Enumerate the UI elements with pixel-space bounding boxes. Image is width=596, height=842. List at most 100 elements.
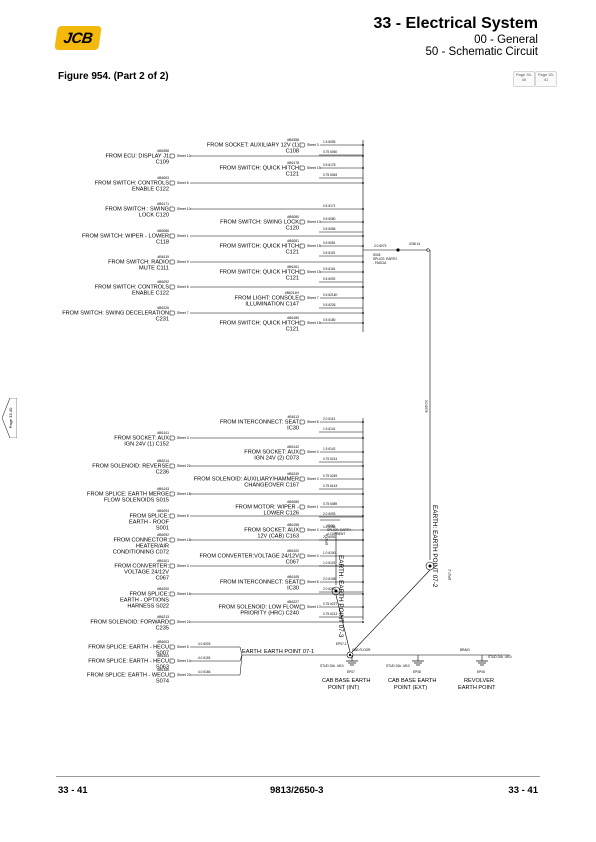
- connector-ref-label: C120: [286, 226, 299, 232]
- next-page-button[interactable]: Page 33-41: [535, 71, 557, 87]
- connector-ref-label: IC30: [287, 586, 299, 592]
- connector-from-label: FROM SWITCH: CONTROLS: [95, 181, 170, 187]
- ep08-name2: POINT (EXT): [394, 685, 427, 691]
- section-subtitle-schematic: 50 - Schematic Circuit: [425, 46, 538, 58]
- connector-from-label: FROM SWITCH: SWING DECELERATION: [62, 311, 169, 317]
- wire-size-label: 1.0 6101: [323, 561, 336, 565]
- bus-junction-dot: [362, 621, 364, 623]
- connector-symbol-icon: [169, 591, 176, 597]
- earth-ep08-icon: [412, 655, 424, 666]
- ep07-code: EP07: [347, 670, 355, 674]
- connector-from-label: FROM CONVERTER:: [114, 564, 169, 570]
- connector-ref-label: S074: [156, 679, 169, 685]
- connector-from-label: FROM CONNECTOR:: [113, 538, 169, 544]
- connector-ref-label: C231: [156, 317, 169, 323]
- braid-label: BRAID: [460, 648, 470, 652]
- wire-size-label: 0.75 6249: [323, 474, 337, 478]
- connector-from-label: FROM SOLENOID: REVERSE: [92, 464, 169, 470]
- sheet-ref-label: Sheet 7: [177, 311, 189, 315]
- side-tab-arrow-icon: [2, 398, 17, 438]
- side-page-tab[interactable]: Page 33-40: [2, 398, 17, 438]
- wire-size-label: 0.75 6089: [323, 502, 337, 506]
- splice-s026-name: SPLICE: EARTH: [373, 257, 398, 261]
- connector-symbol-icon: [299, 476, 306, 482]
- connector-from-label: FROM SPLICE:: [130, 514, 170, 520]
- wire-size-label: 2.0 6113: [323, 417, 335, 421]
- wire-size-label: 1.0 6100: [323, 551, 336, 555]
- sheet-ref-label: Sheet 6: [177, 285, 189, 289]
- wire-code-label: #B6161: [287, 265, 299, 269]
- wire-size-label: 0.5 6161: [323, 267, 336, 271]
- splice-s026-name2: - FASCIA: [373, 261, 387, 265]
- wire-code-label: #B6092: [157, 533, 169, 537]
- connector-from-label: FROM SPLICE: EARTH - HECU: [88, 659, 169, 665]
- wire-size-label: 0.75 6213: [323, 612, 337, 616]
- ep07-name: CAB BASE EARTH: [322, 678, 370, 684]
- wire-code-label: #B6153: [157, 654, 169, 658]
- connector-from-label: FROM SOCKET: AUX: [244, 528, 299, 534]
- sheet-ref-label: Sheet 21: [177, 620, 191, 624]
- sheet-ref-label: Sheet 3: [307, 477, 319, 481]
- wire-size-label: 0.5 6119: [323, 251, 335, 255]
- connector-symbol-icon: [169, 463, 176, 469]
- connector-ref-label: EARTH - OPTIONS: [120, 598, 169, 604]
- earth-point-07-3-label: EARTH: EARTH POINT 07-3: [337, 555, 344, 638]
- sheet-ref-label: Sheet 3: [177, 564, 189, 568]
- connector-from-label: FROM SPLICE: EARTH - WECU: [87, 673, 169, 679]
- wire-size-label: 0.5 6092: [323, 277, 336, 281]
- connector-symbol-icon: [299, 243, 306, 249]
- sheet-ref-label: Sheet 15: [307, 270, 321, 274]
- connector-symbol-icon: [299, 553, 306, 559]
- wire-code-label: #B6158: [287, 523, 299, 527]
- wire-code-label: #B6101: [157, 559, 169, 563]
- side-tab-label: Page 33-40: [8, 407, 13, 428]
- wire-size-label: 4.0 6153: [198, 656, 211, 660]
- sheet-ref-label: Sheet 1: [177, 234, 189, 238]
- connector-ref-label: LOWER C126: [264, 511, 299, 517]
- connector-symbol-icon: [169, 206, 176, 212]
- connector-ref-label: S001: [156, 526, 169, 532]
- wire-size-label: 0.75 6214: [323, 457, 337, 461]
- connector-from-label: FROM SOCKET: AUXILIARY 12V (1): [207, 143, 299, 149]
- connector-ref-label: VOLTAGE 24/12V: [124, 570, 169, 576]
- connector-symbol-icon: [299, 142, 306, 148]
- connector-ref-label: C121: [286, 276, 299, 282]
- connector-ref-label: C235: [156, 626, 169, 632]
- wire-size-label: 1.5 6055: [323, 140, 336, 144]
- section-title: 33 - Electrical System: [373, 15, 538, 32]
- prev-page-button[interactable]: Page 33-40: [513, 71, 535, 87]
- connector-symbol-icon: [169, 153, 176, 159]
- wire-code-label: #B6100: [287, 549, 299, 553]
- connector-ref-label: C121: [286, 172, 299, 178]
- connector-ref-label: CONDITIONING C072: [113, 550, 169, 556]
- wire-code-label: #B6249: [287, 472, 299, 476]
- earth-point-07-1-label: EARTH: EARTH POINT 07-1: [242, 649, 314, 655]
- sheet-ref-label: Sheet 7: [307, 296, 319, 300]
- sheet-ref-label: Sheet 8: [307, 420, 319, 424]
- connector-from-label: FROM ECU: DISPLAY J1: [105, 154, 169, 160]
- sheet-ref-label: Sheet 15: [307, 244, 321, 248]
- connector-ref-label: C236: [156, 470, 169, 476]
- connector-from-label: FROM INTERCONNECT: SEAT: [220, 420, 300, 426]
- wire-size-label: 0.5 6178: [323, 163, 336, 167]
- connector-ref-label: IC30: [287, 426, 299, 432]
- connector-ref-label: C118: [156, 240, 169, 246]
- cab-floor-label: CAB FLOOR: [352, 648, 371, 652]
- wire-line: [239, 646, 243, 656]
- connector-symbol-icon: [169, 259, 176, 265]
- connector-ref-label: C108: [286, 149, 299, 155]
- wire-size-label: 1.5 6158: [323, 525, 336, 529]
- connector-from-label: FROM SPLICE: EARTH MERGE: [87, 492, 169, 498]
- connector-symbol-icon: [299, 219, 306, 225]
- connector-ref-label: IGN 24V (1) C152: [124, 442, 169, 448]
- connector-from-label: FROM SWITCH : SWING: [105, 207, 169, 213]
- ep08-name: CAB BASE EARTH: [388, 678, 436, 684]
- sheet-ref-label: Sheet 17: [307, 605, 321, 609]
- connector-symbol-icon: [169, 537, 176, 543]
- wire-size-label: 0.5 6214K: [323, 293, 338, 297]
- sheet-ref-label: Sheet 20: [177, 673, 191, 677]
- connector-ref-label: PRIORITY (HRC) C240: [240, 611, 299, 617]
- connector-from-label: FROM SOLENOID: LOW FLOW: [219, 605, 300, 611]
- wire-code-label: #B6200: [157, 587, 169, 591]
- wire-code-label: #B6180: [287, 316, 299, 320]
